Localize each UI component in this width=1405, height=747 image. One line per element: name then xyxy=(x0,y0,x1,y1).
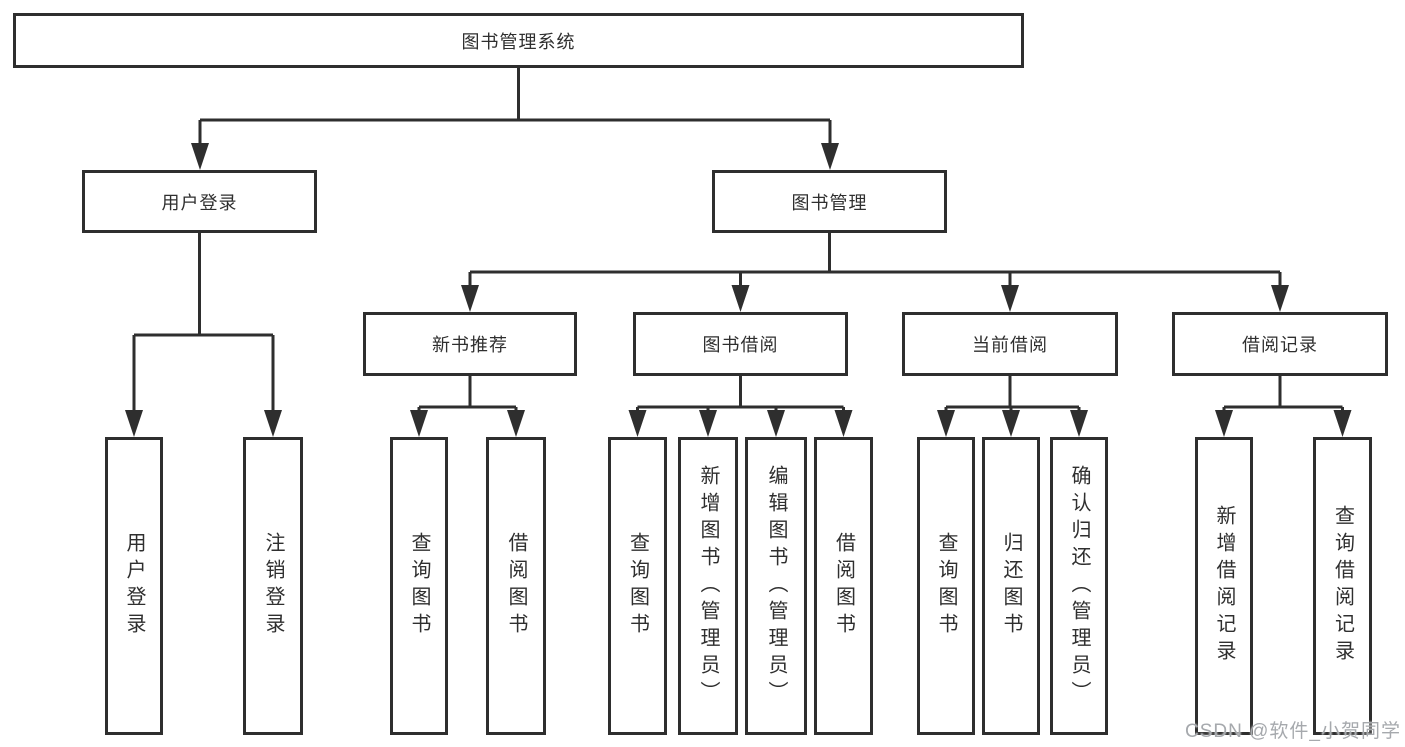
node-user-login-action: 用户登录 xyxy=(105,437,163,735)
csdn-watermark: CSDN @软件_小贺同学 xyxy=(1185,721,1401,742)
node-borrow-books-under-recommendation: 借阅图书 xyxy=(486,437,546,735)
node-query-books-under-borrowing: 查询图书 xyxy=(608,437,667,735)
node-add-books-admin: 新增图书（管理员） xyxy=(678,437,738,735)
connector-group-book-mgmt xyxy=(461,233,1289,312)
connector-group-borrow-record xyxy=(1215,376,1352,437)
connector-group-new-book-rec xyxy=(410,376,525,437)
node-current-borrowing: 当前借阅 xyxy=(902,312,1118,376)
node-book-borrowing: 图书借阅 xyxy=(633,312,848,376)
node-query-books-under-current: 查询图书 xyxy=(917,437,975,735)
node-user-login: 用户登录 xyxy=(82,170,317,233)
node-library-management-system: 图书管理系统 xyxy=(13,13,1024,68)
node-book-management: 图书管理 xyxy=(712,170,947,233)
node-logout-action: 注销登录 xyxy=(243,437,303,735)
node-confirm-return-admin: 确认归还（管理员） xyxy=(1050,437,1108,735)
node-query-books-under-recommendation: 查询图书 xyxy=(390,437,448,735)
node-add-borrow-record: 新增借阅记录 xyxy=(1195,437,1253,735)
node-return-books: 归还图书 xyxy=(982,437,1040,735)
connector-group-current-borrow xyxy=(937,376,1088,437)
node-borrowing-records: 借阅记录 xyxy=(1172,312,1388,376)
connector-group-user-login xyxy=(125,233,282,437)
node-edit-books-admin: 编辑图书（管理员） xyxy=(745,437,807,735)
connector-group-book-borrow xyxy=(628,376,853,437)
node-query-borrow-record: 查询借阅记录 xyxy=(1313,437,1372,735)
connector-group-root xyxy=(191,68,839,170)
node-borrow-books-under-borrowing: 借阅图书 xyxy=(814,437,873,735)
node-new-book-recommendation: 新书推荐 xyxy=(363,312,577,376)
